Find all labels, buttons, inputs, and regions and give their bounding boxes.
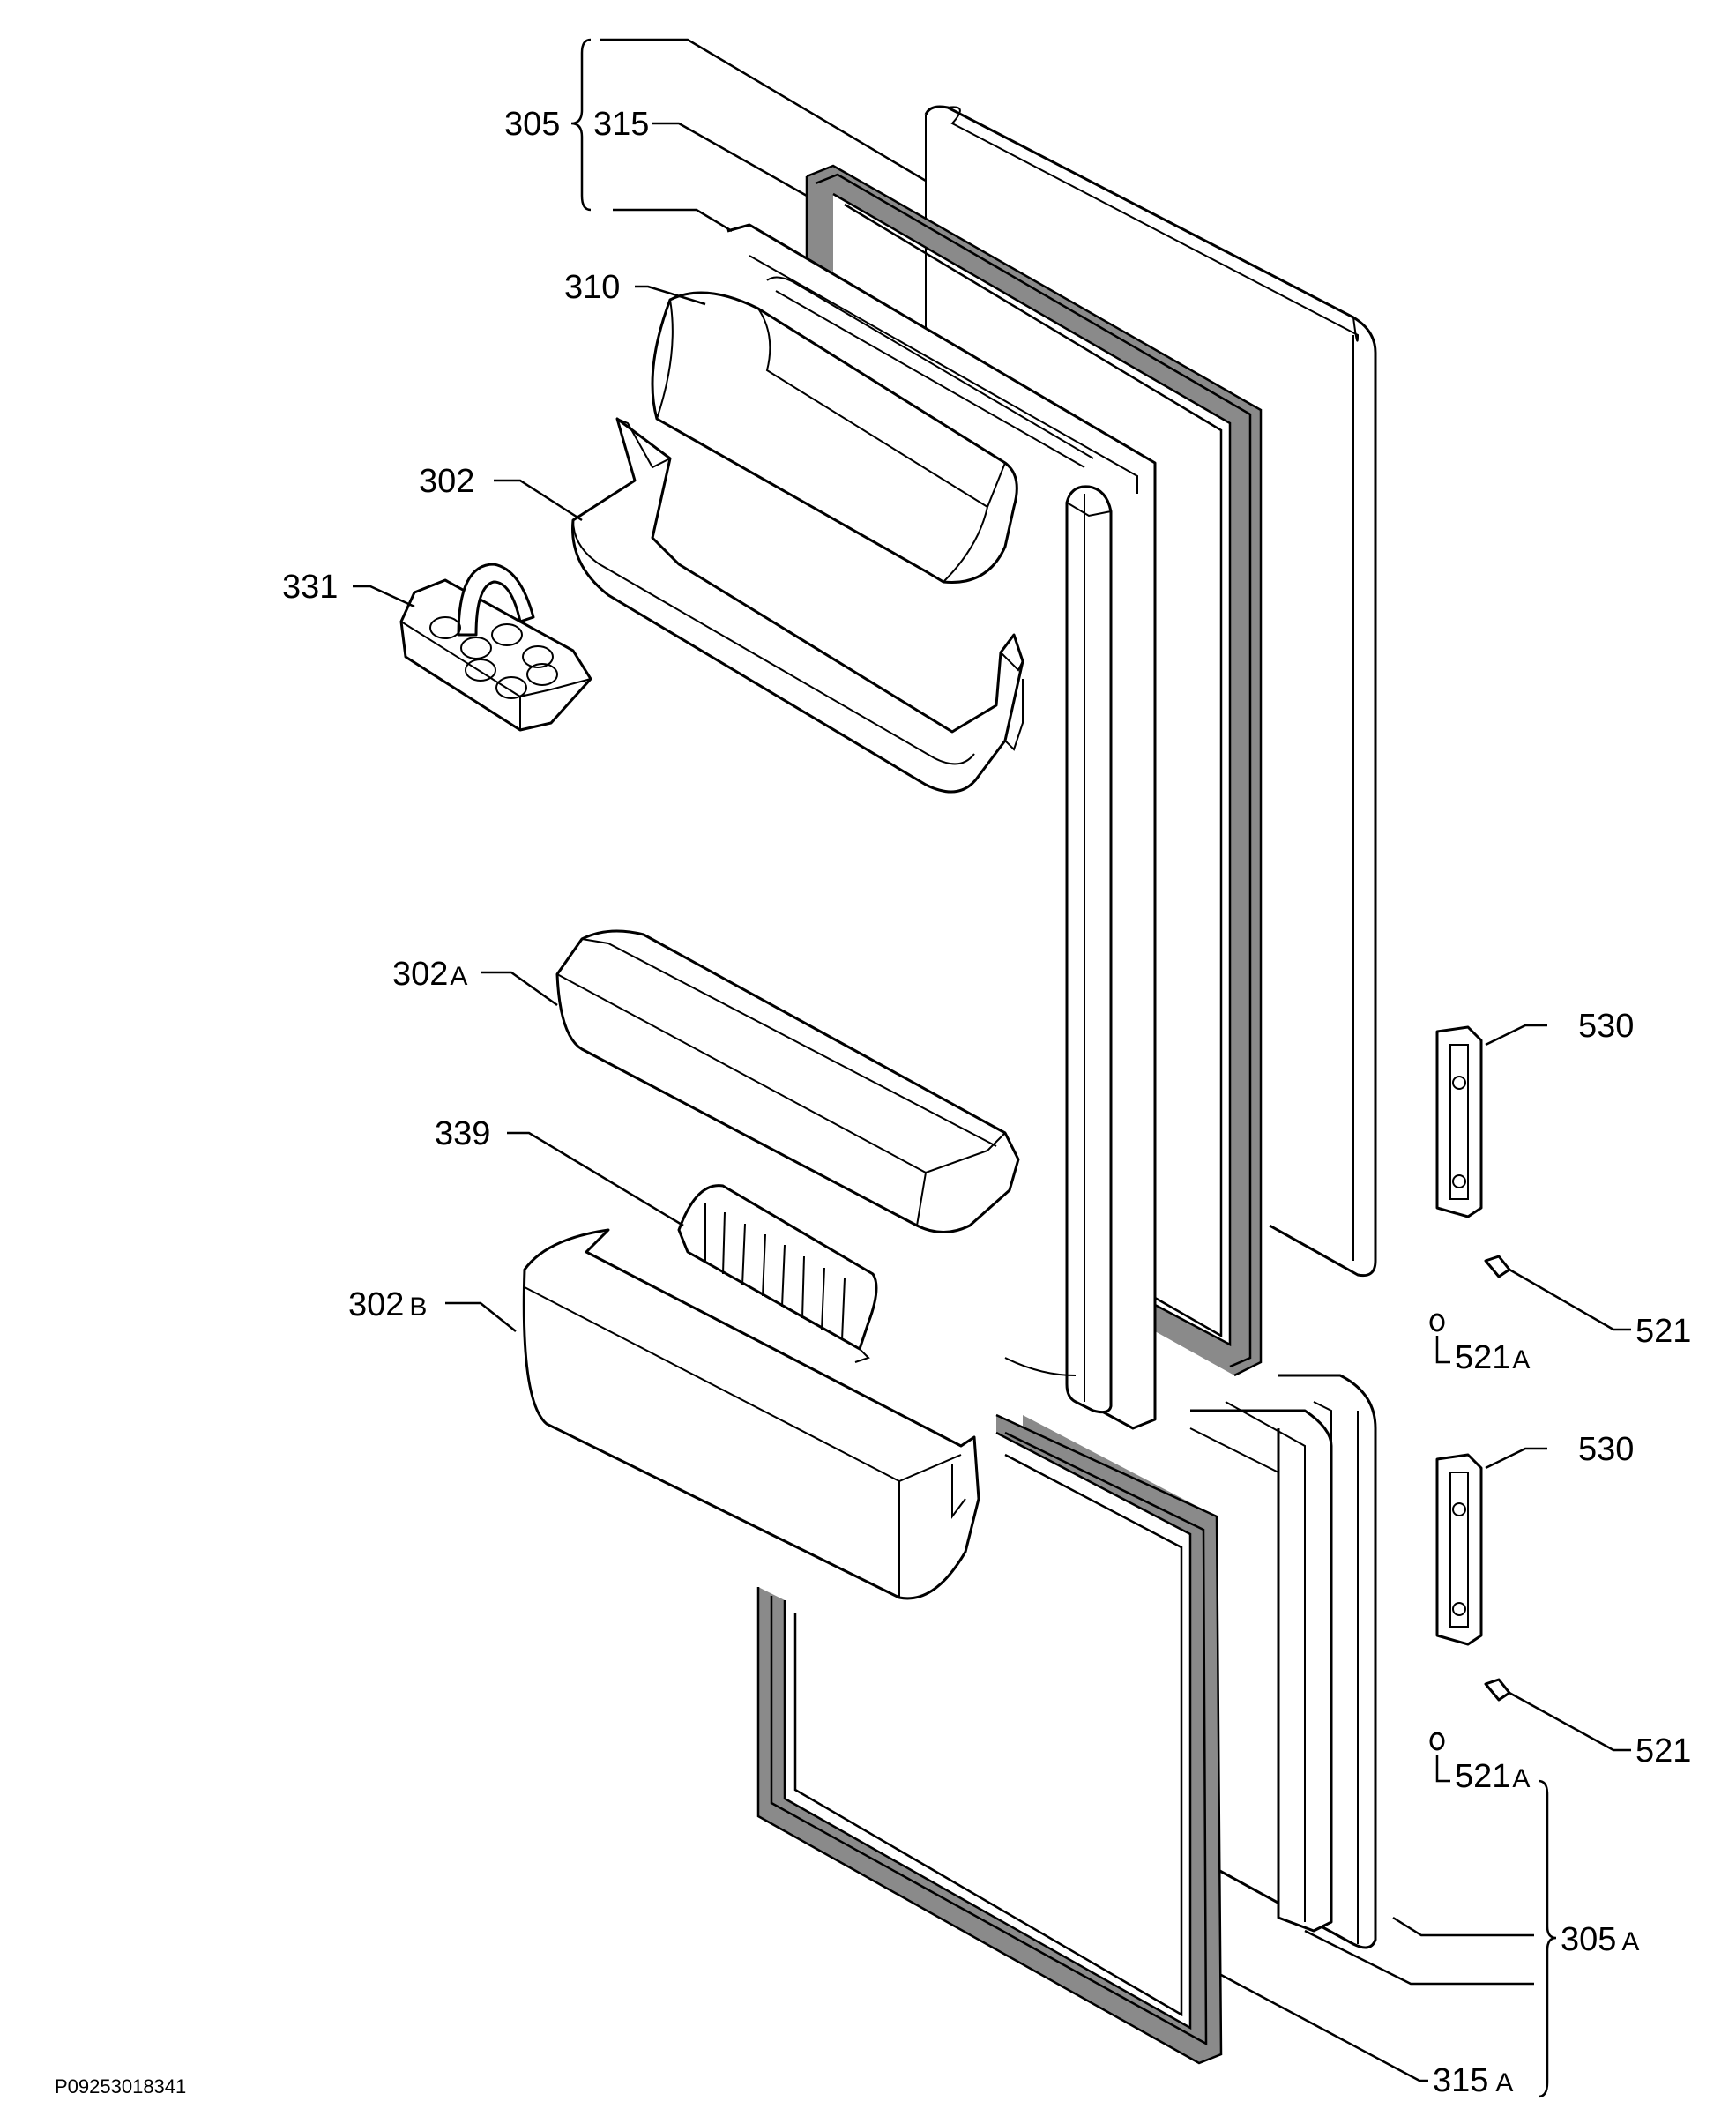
label-305: 305 [504,106,560,143]
leader-315 [652,122,808,197]
brace-305a [1538,1779,1557,2098]
leader-521a-top [1435,1336,1450,1364]
leader-302 [494,479,583,522]
label-521a-top: 521A [1455,1339,1530,1376]
label-302a: 302A [392,956,467,993]
door-shelf-302a [555,929,1020,1233]
leader-339 [507,1131,684,1227]
bottle-divider [677,1184,878,1363]
leader-305a-top [1392,1916,1534,1937]
leader-305-bottom [613,208,733,233]
hinge-bottom [1435,1453,1483,1646]
leader-310 [635,285,706,306]
leader-331 [353,585,415,608]
label-530-top: 530 [1578,1008,1634,1045]
hinge-washer-top [1429,1313,1445,1332]
label-315: 315 [593,106,649,143]
leader-315a [1220,1973,1428,2082]
lower-inner-liner [1189,1401,1333,1933]
label-302: 302 [419,463,474,500]
door-shelf-302 [571,417,1024,794]
label-331: 331 [282,569,338,606]
label-521a-bottom: 521A [1455,1758,1530,1795]
label-521-bottom: 521 [1635,1732,1691,1770]
door-shelf-302b [522,1228,980,1600]
hinge-top [1435,1025,1483,1218]
leader-302b [445,1301,517,1332]
upper-inner-liner [726,223,1157,1430]
lower-door-gasket [756,1413,1223,2065]
hinge-pin-top [1484,1255,1511,1278]
hinge-washer-bottom [1429,1732,1445,1751]
drawing-code: P09253018341 [55,2075,186,2097]
dairy-compartment-lid [651,291,1018,584]
hinge-pin-bottom [1484,1678,1511,1702]
leader-521-top [1509,1268,1631,1331]
label-310: 310 [564,269,620,306]
leader-521a-bottom [1435,1755,1450,1783]
leader-305a-bottom [1304,1929,1534,1986]
label-530-bottom: 530 [1578,1431,1634,1468]
connecting-wire [1004,1357,1077,1376]
door-profile-strip [1065,485,1113,1414]
egg-tray [399,563,592,732]
leader-530-bottom [1485,1447,1547,1470]
leader-302a [481,971,558,1007]
leader-305-top [600,38,927,183]
label-339: 339 [435,1115,490,1152]
leader-521-bottom [1509,1691,1631,1752]
label-521-top: 521 [1635,1313,1691,1350]
brace-305 [570,38,592,212]
leader-530-top [1485,1024,1547,1047]
